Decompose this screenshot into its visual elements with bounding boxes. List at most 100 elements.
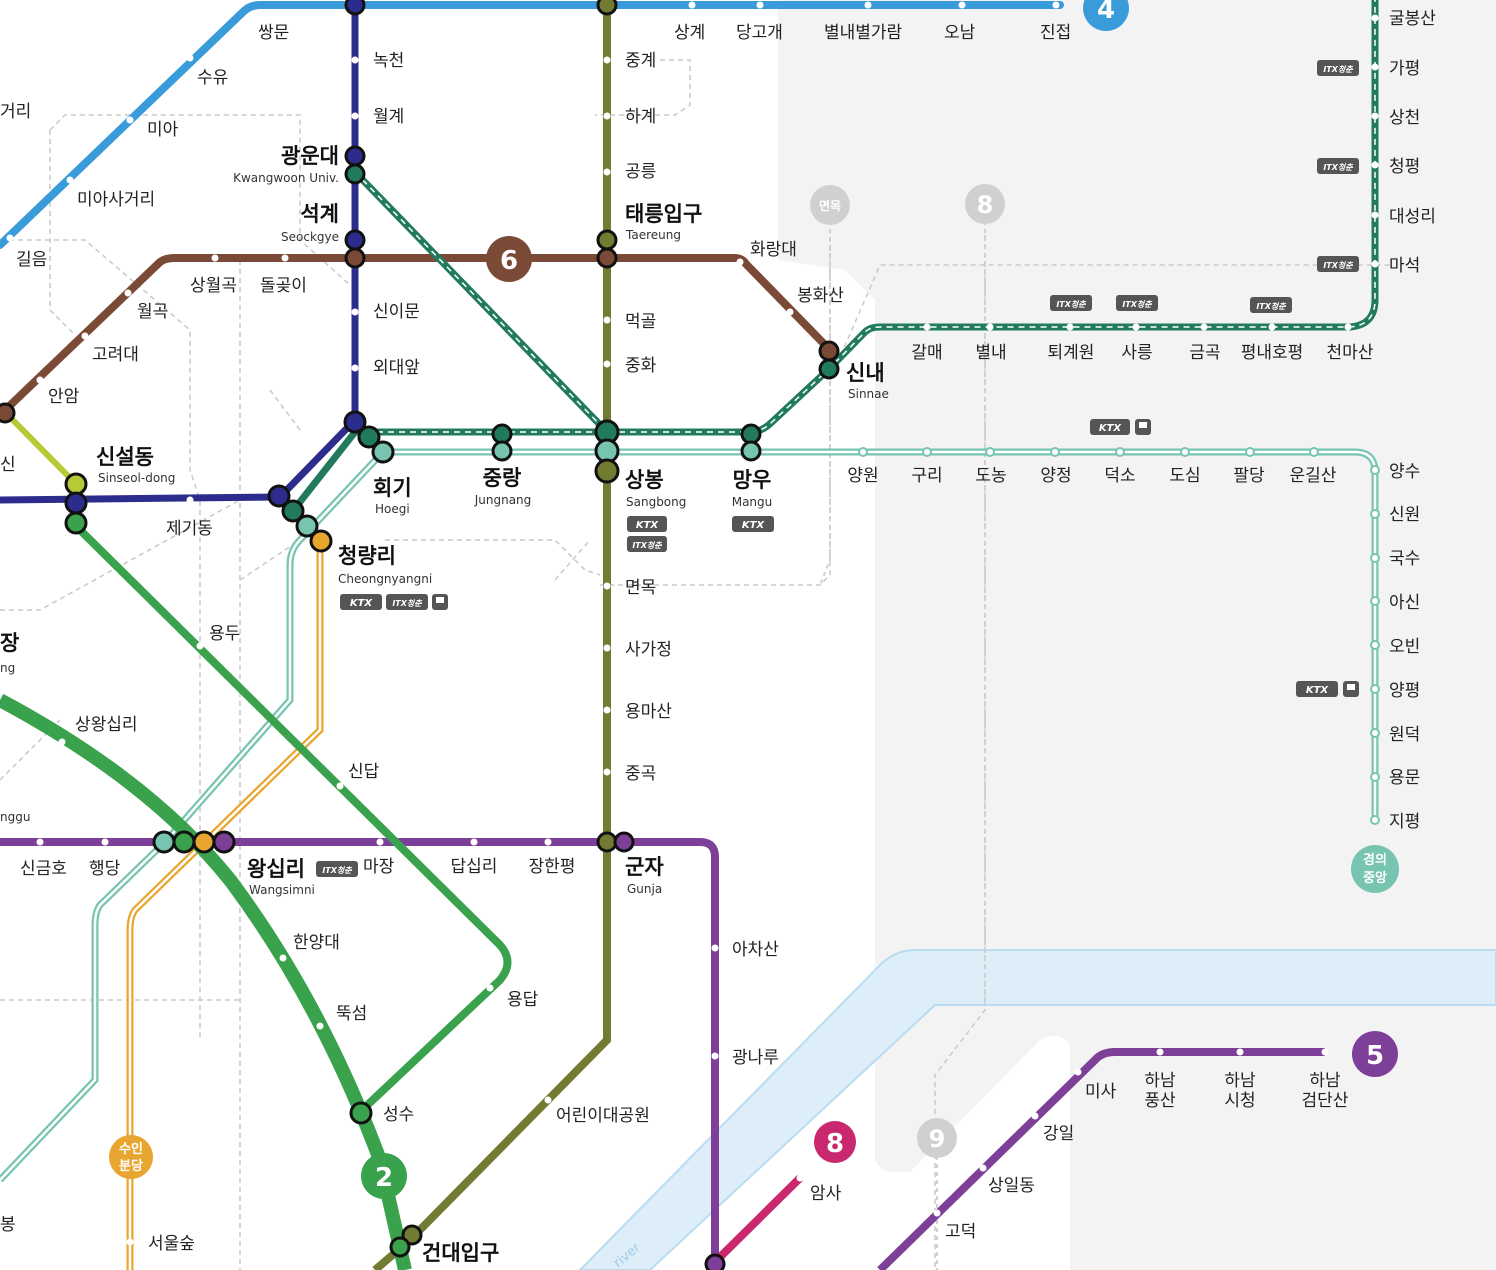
station-label: 고덕 (945, 1222, 976, 1242)
svg-text:5: 5 (1366, 1041, 1384, 1071)
station-label: 신내 (846, 361, 885, 385)
itx-chip: ITX청춘 (1250, 297, 1292, 313)
station-label: 진접 (1040, 23, 1071, 43)
station-label: 금곡 (1189, 343, 1220, 363)
station-label: 봉 (0, 1215, 16, 1235)
svg-text:경의: 경의 (1363, 852, 1387, 868)
station-labels: 쌍문 수유 미아 미아사거리 길음 거리 녹천 월계 광운대 Kwangwoon… (0, 9, 1436, 1265)
ktx-chip: KTX (1296, 681, 1338, 697)
station-label: 양평 (1389, 681, 1420, 701)
station-label-en: nggu (0, 810, 30, 824)
svg-text:ITX청춘: ITX청춘 (1323, 65, 1353, 74)
station-label: 군자 (625, 855, 664, 879)
han-river (578, 949, 1496, 1270)
badge-line2: 2 (361, 1153, 407, 1199)
station-label: 대성리 (1389, 207, 1436, 227)
transfer-stations (0, 0, 840, 1270)
station-label: 신이문 (373, 302, 420, 322)
station-label: 강일 (1043, 1124, 1074, 1144)
svg-text:수인: 수인 (119, 1141, 143, 1157)
station-label: 광나루 (732, 1048, 779, 1068)
station-label: 별내 (975, 343, 1006, 363)
station-label: 지평 (1389, 812, 1420, 832)
station-label: 봉화산 (797, 286, 844, 306)
station-label: 상계 (674, 23, 705, 43)
ktx-chip: KTX (340, 594, 382, 610)
station-label: 용마산 (625, 702, 672, 722)
station-label: 상월곡 (190, 276, 237, 296)
line2-track (0, 522, 512, 1270)
station-label: 천마산 (1327, 343, 1374, 363)
itx-chip: ITX청춘 (316, 861, 358, 877)
station-label: 구리 (911, 466, 942, 486)
train-icon (1135, 419, 1151, 435)
svg-text:ITX청춘: ITX청춘 (1056, 300, 1086, 309)
train-icon (432, 594, 448, 610)
station-label: 중화 (625, 356, 657, 376)
station-label: 수유 (197, 68, 228, 88)
line7-track (372, 0, 611, 1270)
station-label-en: Sinseol-dong (98, 471, 175, 485)
svg-text:ITX청춘: ITX청춘 (632, 541, 662, 550)
station-label: 하남 (1144, 1071, 1176, 1091)
line1-track (0, 0, 359, 504)
station-label: 상천 (1389, 108, 1420, 128)
station-label: 사릉 (1121, 343, 1152, 363)
svg-text:8: 8 (977, 191, 994, 219)
station-label: 가평 (1389, 59, 1420, 79)
station-label: 녹천 (373, 51, 404, 71)
station-label: 도심 (1169, 466, 1200, 486)
station-label: 태릉입구 (625, 202, 702, 226)
station-label-en: Sangbong (626, 495, 686, 509)
line5-hanam-track (877, 1048, 1325, 1270)
svg-text:면목: 면목 (819, 198, 841, 213)
badge-line9-planned: 9 (917, 1118, 957, 1158)
itx-chip: ITX청춘 (1317, 158, 1359, 174)
station-label: 행당 (89, 859, 121, 879)
svg-text:ITX청춘: ITX청춘 (1323, 163, 1353, 172)
station-label: 오빈 (1389, 637, 1420, 657)
station-label: 신 (0, 455, 16, 475)
station-label-en: Wangsimni (249, 883, 315, 897)
station-label: 암사 (810, 1184, 842, 1204)
train-icon (1343, 681, 1359, 697)
ktx-chip: KTX (1090, 419, 1130, 435)
badge-line8: 8 (814, 1121, 856, 1163)
svg-text:KTX: KTX (1306, 685, 1330, 696)
station-label: 하남 (1309, 1071, 1341, 1091)
station-label: 중랑 (483, 466, 522, 490)
station-label: 하남 (1224, 1071, 1256, 1091)
station-label: 회기 (373, 476, 412, 500)
station-label-en: ng (0, 661, 15, 675)
station-label: 상일동 (988, 1176, 1035, 1196)
station-label: 별내별가람 (824, 23, 903, 43)
station-label: 사가정 (625, 640, 672, 660)
svg-text:KTX: KTX (742, 520, 766, 531)
svg-text:KTX: KTX (1099, 423, 1123, 434)
badge-line6: 6 (486, 236, 532, 282)
station-label: 석계 (300, 202, 339, 226)
station-label: 어린이대공원 (556, 1106, 650, 1126)
station-label: 마석 (1389, 256, 1420, 276)
ktx-chip: KTX (627, 516, 667, 532)
station-label: 신설동 (96, 445, 154, 469)
station-label: 거리 (0, 102, 31, 122)
ktx-chip: KTX (732, 516, 774, 532)
station-label: 국수 (1389, 549, 1420, 569)
station-label: 장한평 (529, 857, 576, 877)
station-label: 평내호평 (1241, 343, 1304, 363)
station-label-en: Seockgye (281, 230, 339, 244)
svg-text:ITX청춘: ITX청춘 (392, 599, 422, 608)
station-label: 상봉 (625, 468, 664, 492)
itx-chip: ITX청춘 (386, 594, 428, 610)
station-label: 시청 (1224, 1091, 1255, 1111)
station-label: 답십리 (451, 857, 498, 877)
station-label: 한양대 (293, 933, 340, 953)
myeonmok-line-planned (819, 205, 831, 586)
station-label: 건대입구 (422, 1241, 499, 1265)
station-label: 광운대 (281, 144, 339, 168)
station-label: 신원 (1389, 505, 1420, 525)
station-label: 중계 (625, 51, 656, 71)
